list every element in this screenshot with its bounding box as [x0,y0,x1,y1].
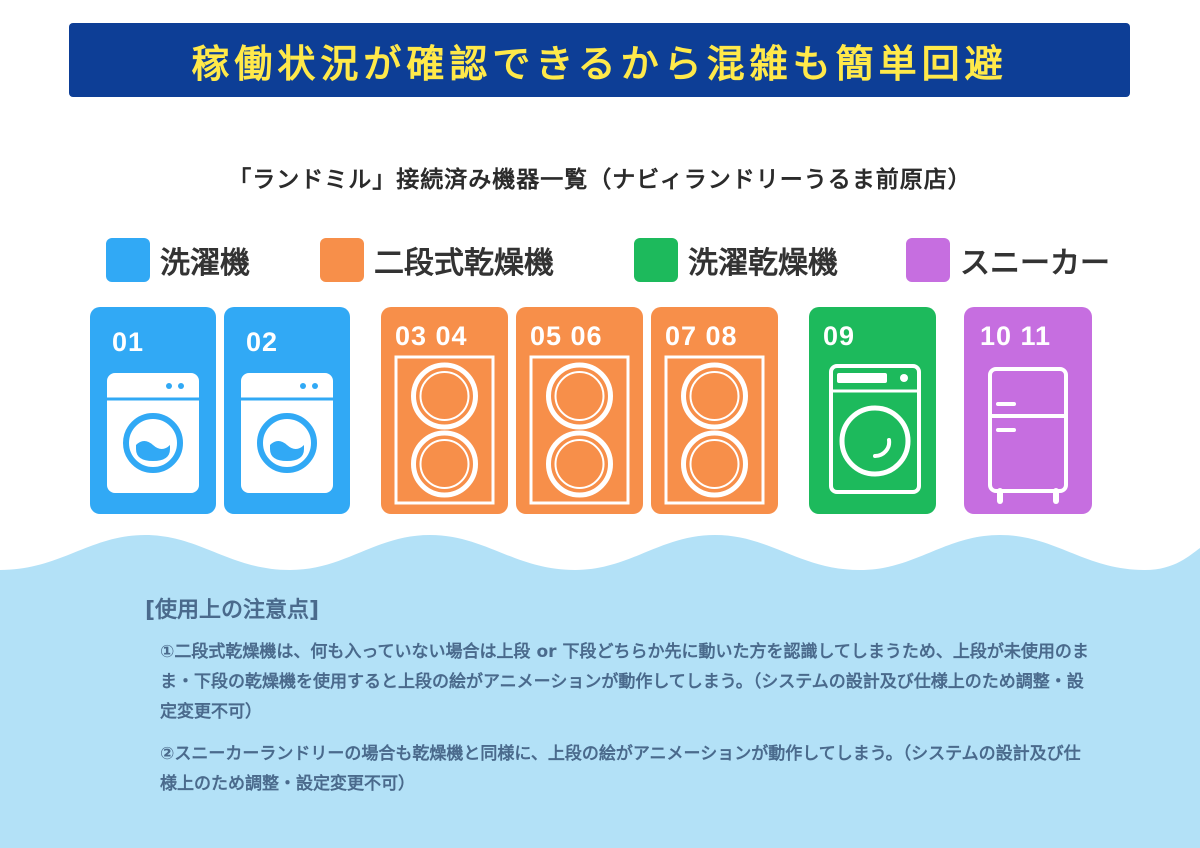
double-dryer-icon [394,355,495,505]
machine-number: 03 04 [395,321,468,351]
header-banner: 稼働状況が確認できるから混雑も簡単回避 [69,23,1130,97]
legend-item-washer-dryer: 洗濯乾燥機 [634,238,838,282]
legend-label-washer: 洗濯機 [160,246,250,281]
machine-card-10-11: 10 11 [964,307,1092,514]
machine-number: 05 06 [530,321,603,351]
legend-swatch-washer-dryer [634,238,678,282]
note-item-1: ①二段式乾燥機は、何も入っていない場合は上段 or 下段どちらか先に動いた方を認… [160,642,1089,722]
page-subtitle: 「ランドミル」接続済み機器一覧（ナビィランドリーうるま前原店） [228,167,972,193]
machine-number: 10 11 [980,321,1052,351]
washing-machine-icon [241,373,333,493]
banner-title: 稼働状況が確認できるから混雑も簡単回避 [191,41,1008,86]
legend-label-washer-dryer: 洗濯乾燥機 [688,246,838,281]
machine-number: 02 [246,327,279,357]
machine-card-05-06: 05 06 [516,307,643,514]
notes-title: [使用上の注意点] [145,598,320,623]
machine-card-01: 01 [90,307,216,514]
legend-item-sneaker: スニーカー [906,238,1110,282]
legend-swatch-sneaker [906,238,950,282]
washing-machine-icon [107,373,199,493]
machine-card-07-08: 07 08 [651,307,778,514]
machine-card-02: 02 [224,307,350,514]
sneaker-locker-icon [988,367,1068,504]
machine-card-09: 09 [809,307,936,514]
legend-item-washer: 洗濯機 [106,238,250,282]
machine-number: 09 [823,321,856,351]
legend-label-sneaker: スニーカー [960,246,1110,281]
machine-number: 07 08 [665,321,738,351]
legend-swatch-double-dryer [320,238,364,282]
double-dryer-icon [529,355,630,505]
note-item-2: ②スニーカーランドリーの場合も乾燥機と同様に、上段の絵がアニメーションが動作して… [160,744,1081,794]
legend-label-double-dryer: 二段式乾燥機 [374,246,554,281]
legend-item-double-dryer: 二段式乾燥機 [320,238,554,282]
machine-number: 01 [112,327,145,357]
double-dryer-icon [664,355,765,505]
wave-background [0,535,1200,848]
washer-dryer-icon [829,364,921,494]
machine-card-03-04: 03 04 [381,307,508,514]
legend-swatch-washer [106,238,150,282]
